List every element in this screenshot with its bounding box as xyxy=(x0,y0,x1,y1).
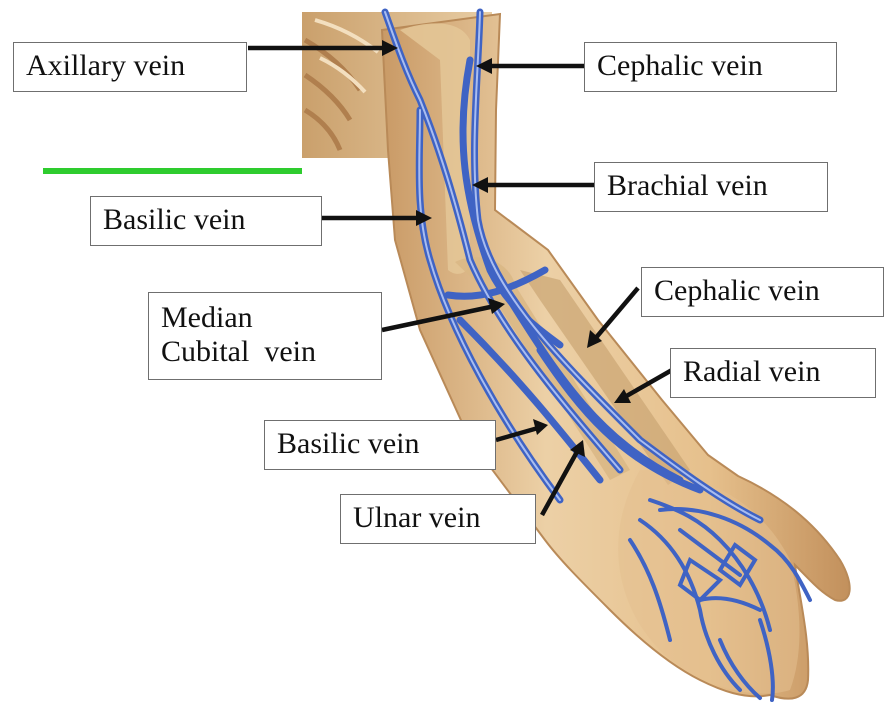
label-cephalic-vein-forearm: Cephalic vein xyxy=(641,267,884,317)
label-median-cubital-vein: Median Cubital vein xyxy=(148,292,382,380)
label-radial-vein: Radial vein xyxy=(670,348,876,398)
label-basilic-vein-upper: Basilic vein xyxy=(90,196,322,246)
label-axillary-vein: Axillary vein xyxy=(13,42,247,92)
label-median-cubital-line2: Cubital vein xyxy=(161,335,369,369)
label-cephalic-vein-upper: Cephalic vein xyxy=(584,42,837,92)
arrow-cephalic-forearm xyxy=(594,288,638,340)
label-brachial-vein: Brachial vein xyxy=(594,162,828,212)
label-ulnar-vein: Ulnar vein xyxy=(340,494,536,544)
label-median-cubital-line1: Median xyxy=(161,301,369,335)
label-basilic-vein-forearm: Basilic vein xyxy=(264,420,496,470)
